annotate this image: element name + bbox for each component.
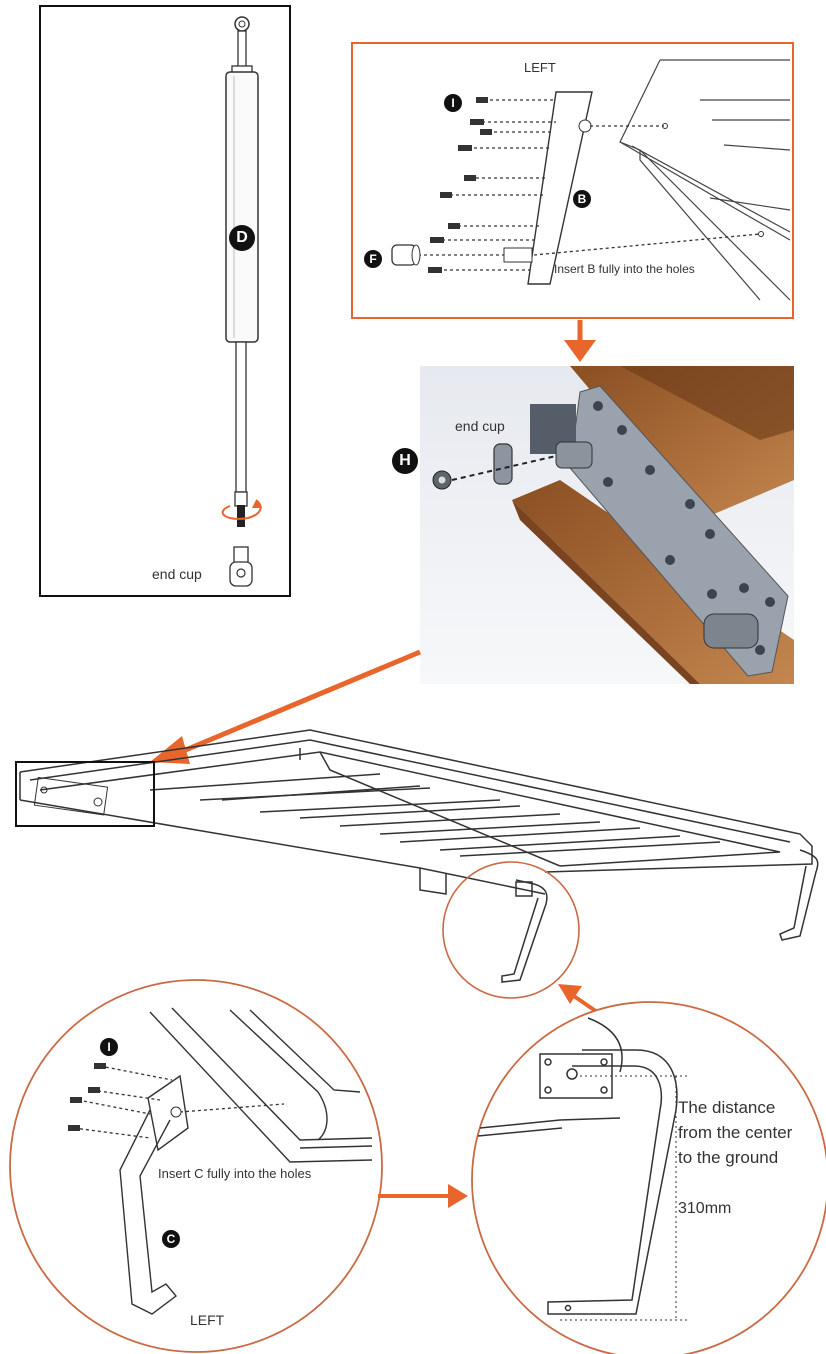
distance-line-3: to the ground: [678, 1148, 779, 1167]
bed-frame: [19, 729, 819, 941]
panel-gas-spring: [39, 5, 291, 597]
badge-h: H: [392, 448, 418, 474]
left-label-c: LEFT: [190, 1312, 225, 1328]
badge-i-top: I: [444, 94, 462, 112]
badge-f: F: [364, 250, 382, 268]
arrow-render-to-bed: [175, 649, 421, 757]
panel-b-title: LEFT: [524, 60, 556, 75]
badge-c: C: [162, 1230, 180, 1248]
distance-line-2: from the center: [678, 1123, 793, 1142]
end-cup-label-d: end cup: [152, 566, 202, 582]
badge-i-bottom: I: [100, 1038, 118, 1056]
end-cup-label-h: end cup: [455, 418, 505, 434]
panel-leg-c: [9, 979, 383, 1353]
distance-line-1: The distance: [678, 1098, 776, 1117]
badge-b: B: [573, 190, 591, 208]
insert-c-note: Insert C fully into the holes: [158, 1166, 312, 1181]
panel-distance: [471, 1001, 826, 1354]
distance-value: 310mm: [678, 1200, 732, 1217]
panel-3d-render: [420, 366, 794, 684]
insert-b-note: Insert B fully into the holes: [554, 262, 695, 276]
panel-bracket-b: [351, 42, 794, 319]
badge-d: D: [229, 225, 255, 251]
